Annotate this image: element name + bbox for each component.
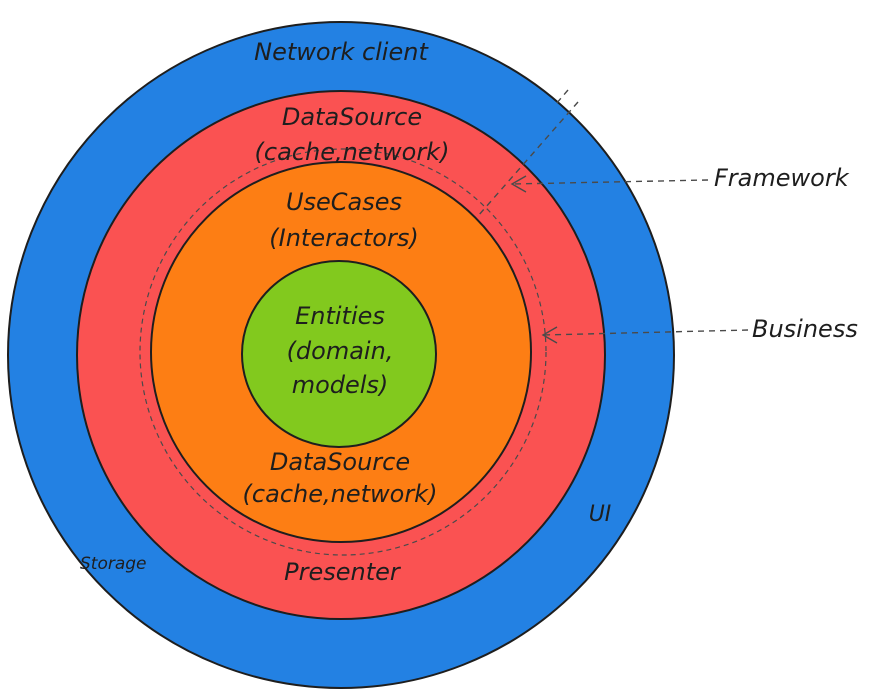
- business-arrow-head: [541, 326, 558, 344]
- business-boundary: [139, 148, 547, 556]
- entities-label: Entities: [295, 302, 385, 330]
- framework-bracket: [477, 101, 579, 217]
- entities-core: [241, 260, 437, 448]
- framework-bracket-short: [555, 89, 569, 105]
- network-client-label: Network client: [254, 38, 429, 66]
- framework-arrow-head: [510, 175, 527, 193]
- usecases-datasource-label: DataSource: [270, 448, 410, 476]
- framework-datasource-label: DataSource: [282, 103, 422, 131]
- framework-datasource-sub-label: (cache,network): [255, 138, 450, 166]
- entities-domain-label: (domain,: [287, 337, 394, 365]
- usecases-datasource-sub-label: (cache,network): [243, 480, 438, 508]
- usecases-label: UseCases: [286, 188, 402, 216]
- entities-models-label: models): [292, 371, 389, 399]
- business-arrow-line: [542, 329, 749, 336]
- storage-label: Storage: [80, 554, 147, 574]
- framework-annotation-label: Framework: [714, 164, 850, 192]
- ui-label: UI: [589, 502, 612, 527]
- presenter-label: Presenter: [284, 558, 402, 586]
- business-annotation-label: Business: [752, 315, 858, 343]
- interactors-label: (Interactors): [269, 224, 418, 252]
